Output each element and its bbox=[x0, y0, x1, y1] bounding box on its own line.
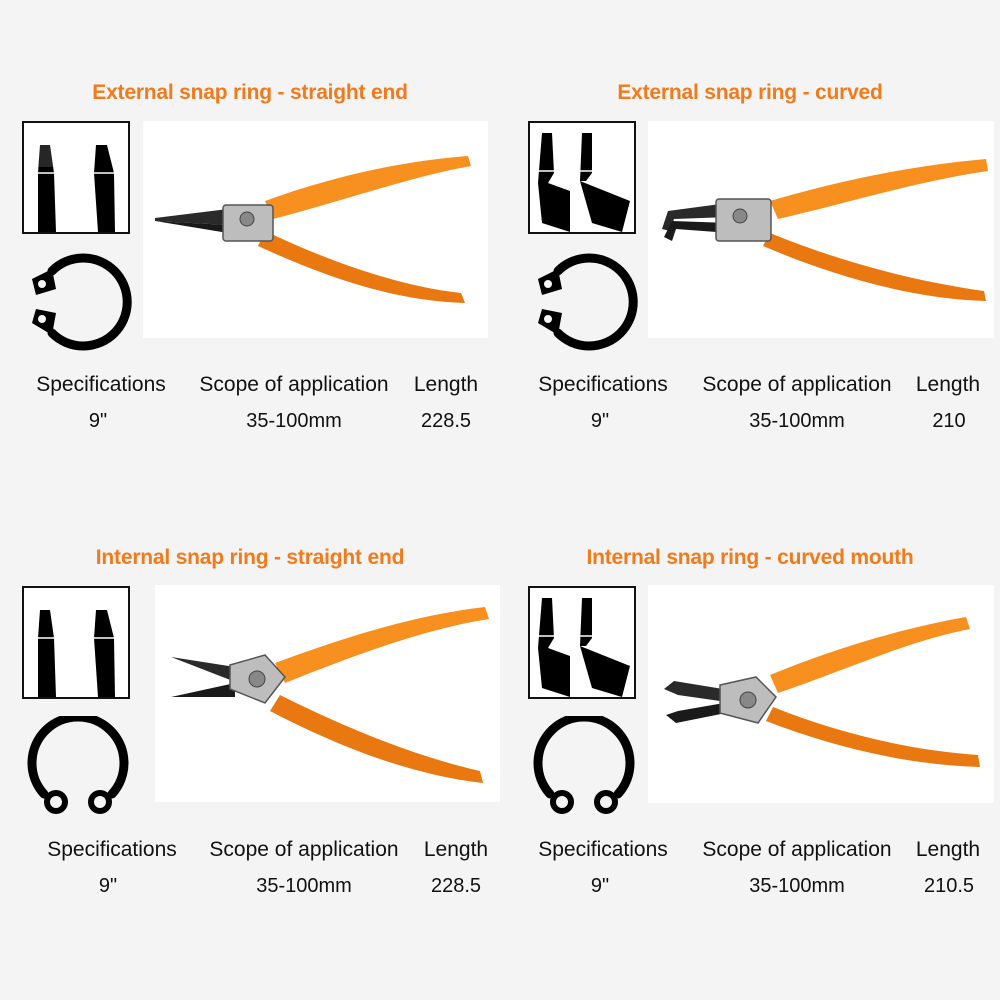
plier-photo-external-straight bbox=[143, 121, 488, 338]
plier-photo-internal-straight bbox=[155, 585, 500, 802]
product-card-external-curved: External snap ring - curved Specific bbox=[500, 0, 1000, 500]
header-scope: Scope of application bbox=[209, 838, 399, 861]
product-title: Internal snap ring - curved mouth bbox=[586, 546, 914, 569]
value-scope: 35-100mm bbox=[246, 410, 342, 432]
header-specifications: Specifications bbox=[538, 373, 668, 396]
product-card-internal-straight: Internal snap ring - straight end Specif… bbox=[0, 465, 500, 965]
straight-tip-icon bbox=[22, 586, 130, 699]
external-ring-icon bbox=[528, 251, 640, 351]
header-length: Length bbox=[413, 373, 479, 396]
header-scope: Scope of application bbox=[702, 838, 892, 861]
value-scope: 35-100mm bbox=[749, 875, 845, 897]
value-spec: 9" bbox=[590, 875, 610, 897]
curved-tip-icon bbox=[528, 586, 636, 699]
value-length: 210 bbox=[932, 410, 966, 432]
product-title: External snap ring - straight end bbox=[92, 81, 408, 104]
straight-tip-icon bbox=[22, 121, 130, 234]
product-card-external-straight: External snap ring - straight end Specif… bbox=[0, 0, 500, 500]
header-specifications: Specifications bbox=[47, 838, 177, 861]
plier-photo-external-curved bbox=[648, 121, 994, 338]
header-scope: Scope of application bbox=[702, 373, 892, 396]
value-length: 210.5 bbox=[923, 875, 975, 897]
header-length: Length bbox=[915, 373, 981, 396]
value-scope: 35-100mm bbox=[256, 875, 352, 897]
header-specifications: Specifications bbox=[36, 373, 166, 396]
internal-ring-icon bbox=[528, 716, 640, 816]
header-specifications: Specifications bbox=[538, 838, 668, 861]
header-scope: Scope of application bbox=[199, 373, 389, 396]
header-length: Length bbox=[423, 838, 489, 861]
product-title: Internal snap ring - straight end bbox=[95, 546, 405, 569]
external-ring-icon bbox=[22, 251, 134, 351]
plier-photo-internal-curved bbox=[648, 585, 994, 803]
value-length: 228.5 bbox=[420, 410, 472, 432]
header-length: Length bbox=[915, 838, 981, 861]
curved-tip-icon bbox=[528, 121, 636, 234]
value-spec: 9" bbox=[98, 875, 118, 897]
value-spec: 9" bbox=[88, 410, 108, 432]
value-spec: 9" bbox=[590, 410, 610, 432]
value-length: 228.5 bbox=[430, 875, 482, 897]
internal-ring-icon bbox=[22, 716, 134, 816]
product-title: External snap ring - curved bbox=[617, 81, 883, 104]
value-scope: 35-100mm bbox=[749, 410, 845, 432]
product-card-internal-curved: Internal snap ring - curved mouth Specif… bbox=[500, 465, 1000, 965]
